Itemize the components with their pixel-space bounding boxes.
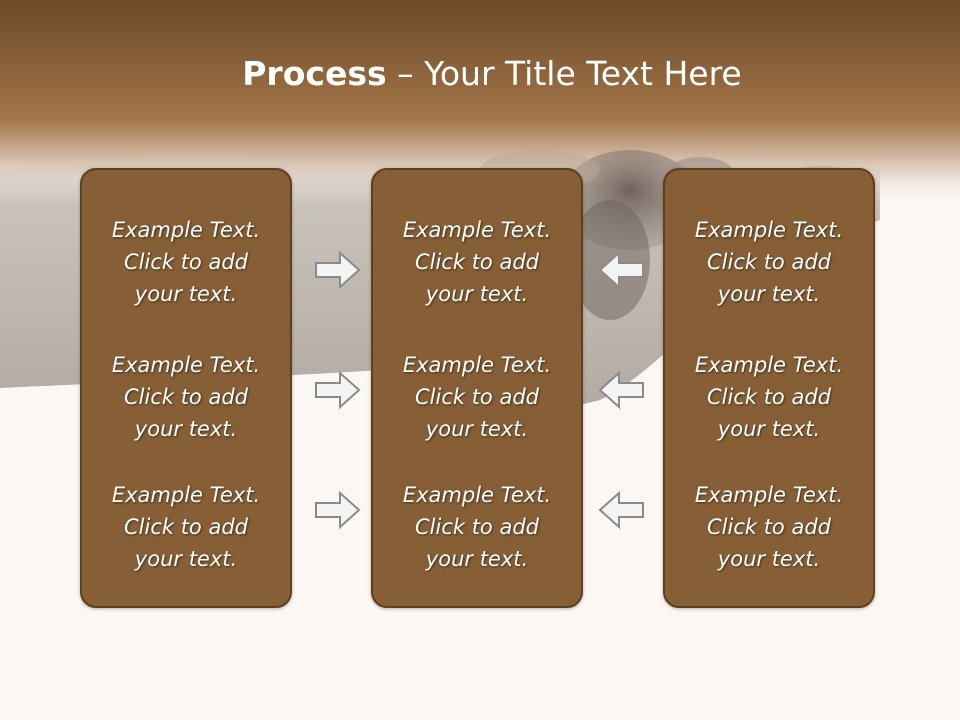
left-arrow-icon (598, 370, 644, 410)
text-line: your text. (134, 547, 238, 571)
text-line: Example Text. (694, 483, 844, 507)
text-block[interactable]: Example Text. Click to add your text. (82, 479, 290, 575)
text-line: Example Text. (111, 483, 261, 507)
text-block[interactable]: Example Text. Click to add your text. (82, 349, 290, 445)
text-block[interactable]: Example Text. Click to add your text. (665, 349, 873, 445)
text-block[interactable]: Example Text. Click to add your text. (665, 214, 873, 310)
text-line: Example Text. (402, 353, 552, 377)
text-line: your text. (134, 417, 238, 441)
text-line: your text. (425, 547, 529, 571)
text-line: your text. (717, 547, 821, 571)
text-line: Example Text. (111, 353, 261, 377)
text-line: Example Text. (694, 353, 844, 377)
text-line: your text. (717, 417, 821, 441)
text-line: Click to add (414, 385, 539, 409)
text-line: Click to add (414, 250, 539, 274)
text-block[interactable]: Example Text. Click to add your text. (665, 479, 873, 575)
text-line: Click to add (414, 515, 539, 539)
right-arrow-icon (315, 370, 361, 410)
text-block[interactable]: Example Text. Click to add your text. (373, 479, 581, 575)
text-line: Example Text. (402, 218, 552, 242)
text-line: your text. (425, 417, 529, 441)
text-line: Click to add (123, 250, 248, 274)
process-box-right[interactable]: Example Text. Click to add your text. Ex… (663, 168, 875, 608)
text-block[interactable]: Example Text. Click to add your text. (373, 214, 581, 310)
text-line: Example Text. (694, 218, 844, 242)
text-line: Click to add (706, 385, 831, 409)
title-bold: Process (242, 54, 387, 93)
text-line: Click to add (123, 385, 248, 409)
left-arrow-icon (598, 250, 644, 290)
text-block[interactable]: Example Text. Click to add your text. (82, 214, 290, 310)
process-box-left[interactable]: Example Text. Click to add your text. Ex… (80, 168, 292, 608)
slide-title: Process – Your Title Text Here (0, 52, 960, 96)
title-rest: – Your Title Text Here (386, 54, 742, 93)
text-line: Example Text. (402, 483, 552, 507)
left-arrow-icon (598, 490, 644, 530)
text-block[interactable]: Example Text. Click to add your text. (373, 349, 581, 445)
text-line: your text. (717, 282, 821, 306)
right-arrow-icon (315, 490, 361, 530)
text-line: Click to add (123, 515, 248, 539)
process-box-center[interactable]: Example Text. Click to add your text. Ex… (371, 168, 583, 608)
text-line: Click to add (706, 250, 831, 274)
text-line: your text. (134, 282, 238, 306)
text-line: your text. (425, 282, 529, 306)
text-line: Click to add (706, 515, 831, 539)
text-line: Example Text. (111, 218, 261, 242)
right-arrow-icon (315, 250, 361, 290)
